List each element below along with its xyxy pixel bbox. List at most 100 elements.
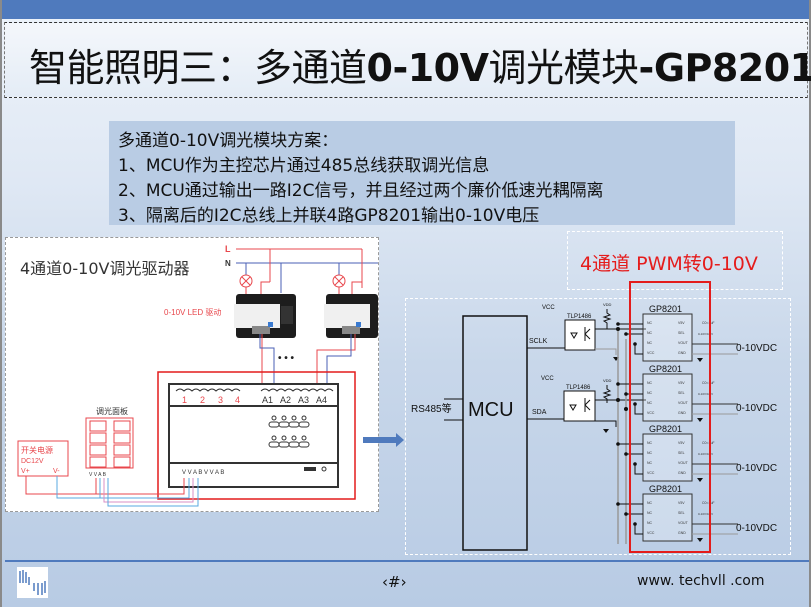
website-url: www. techvll .com <box>637 573 765 589</box>
chip-pin-right: V5V <box>678 441 685 445</box>
module-output-a1: A1 <box>262 395 273 405</box>
junction-dot <box>616 382 620 386</box>
ground-icon <box>697 358 703 362</box>
led-driver-2 <box>324 294 378 338</box>
line-l-label: L <box>225 244 231 254</box>
sclk-label: SCLK <box>529 338 548 345</box>
gp8201-chip <box>642 373 693 422</box>
power-vplus: V+ <box>21 468 30 475</box>
vout-range-label: 0-10V/0-5V <box>698 392 713 396</box>
gp8201-chip-name: GP8201 <box>649 484 682 494</box>
svg-text:VDD: VDD <box>603 302 612 307</box>
svg-text:TLP1486: TLP1486 <box>566 385 591 391</box>
chip-pin-right: SEL <box>678 331 685 335</box>
chip-pin-right: VOUT <box>678 341 689 345</box>
led-driver-1 <box>234 294 296 338</box>
junction-dot <box>616 502 620 506</box>
output-label: 0-10VDC <box>736 403 777 414</box>
vout-range-label: 0-10V/0-5V <box>698 452 713 456</box>
chip-pin-right: V5V <box>678 501 685 505</box>
power-supply-voltage: DC12V <box>21 458 44 465</box>
junction-dot <box>633 522 637 526</box>
chip-pin-left: VCC <box>647 471 655 475</box>
junction-dot <box>633 342 637 346</box>
description-heading: 多通道0-10V调光模块方案： <box>118 131 339 151</box>
optocoupler-label: TLP1486 <box>567 314 592 320</box>
lamp-icon <box>239 274 253 288</box>
dimming-panel <box>85 417 134 469</box>
chip-pin-left: NC <box>647 321 653 325</box>
optocoupler-2: VCC TLP1486 VDD <box>541 376 646 433</box>
chip-pin-right: SEL <box>678 391 685 395</box>
slide-title: 智能照明三：多通道0-10V调光模块-GP8201 <box>29 46 811 90</box>
chip-pin-right: GND <box>678 471 686 475</box>
ellipsis-more-drivers: • • • <box>278 353 295 364</box>
gp8201-chip <box>642 313 693 362</box>
optocoupler-1: VCC TLP1486 VDD <box>542 302 646 361</box>
chip-pin-left: NC <box>647 341 653 345</box>
chip-pin-right: VOUT <box>678 521 689 525</box>
output-label: 0-10VDC <box>736 463 777 474</box>
rs485-label: RS485等 <box>411 402 452 415</box>
ground-icon <box>697 478 703 482</box>
vout-range-label: 0-10V/0-5V <box>698 512 713 516</box>
sda-label: SDA <box>532 409 547 416</box>
module-input-3: 3 <box>218 395 223 405</box>
chip-pin-left: NC <box>647 401 653 405</box>
cap-label: C0=1uF <box>702 441 715 445</box>
chip-pin-right: VOUT <box>678 401 689 405</box>
pwm-header-label: 4通道 PWM转0-10V <box>580 253 758 275</box>
dimming-module: 1 2 3 4 A1 A2 A3 A4 V V A B V V A B <box>168 383 339 488</box>
chip-pin-left: NC <box>647 331 653 335</box>
flow-arrow <box>363 437 399 443</box>
chip-pin-right: SEL <box>678 451 685 455</box>
chip-pin-left: NC <box>647 451 653 455</box>
cap-label: C0=1uF <box>702 501 715 505</box>
module-output-a3: A3 <box>298 395 309 405</box>
schematic-image[interactable]: MCU RS485等 SCLK SDA VCC TLP1486 VDD <box>405 298 791 555</box>
junction-dot <box>633 402 637 406</box>
cap-label: C0=1uF <box>702 381 715 385</box>
chip-pin-left: NC <box>647 511 653 515</box>
chip-pin-right: GND <box>678 411 686 415</box>
chip-pin-right: V5V <box>678 381 685 385</box>
vout-range-label: 0-10V/0-5V <box>698 332 713 336</box>
flow-arrow-head-icon <box>396 433 404 447</box>
schematic-svg: MCU RS485等 SCLK SDA VCC TLP1486 VDD <box>411 302 777 551</box>
junction-dot <box>624 452 628 456</box>
module-terminals: V V A B V V A B <box>182 470 224 476</box>
module-input-2: 2 <box>200 395 205 405</box>
svg-text:VDD: VDD <box>603 378 612 383</box>
chip-pin-left: NC <box>647 391 653 395</box>
chip-pin-right: SEL <box>678 511 685 515</box>
junction-dot <box>616 322 620 326</box>
chip-pin-left: NC <box>647 381 653 385</box>
module-input-1: 1 <box>182 395 187 405</box>
wiring-diagram-svg: L N <box>17 244 378 507</box>
dimming-panel-label: 调光面板 <box>96 406 128 416</box>
gp8201-highlight-frame <box>629 281 711 553</box>
dimming-driver-wiring-image[interactable]: 4通道0-10V调光驱动器 L N <box>5 237 379 512</box>
output-label: 0-10VDC <box>736 523 777 534</box>
chip-pin-left: NC <box>647 461 653 465</box>
title-placeholder[interactable]: 智能照明三：多通道0-10V调光模块-GP8201 <box>4 22 811 98</box>
ground-icon <box>697 418 703 422</box>
description-line-1: 1、MCU作为主控芯片通过485总线获取调光信息 <box>118 156 490 176</box>
junction-dot <box>616 442 620 446</box>
gp8201-chip-name: GP8201 <box>649 424 682 434</box>
chip-pin-right: VOUT <box>678 461 689 465</box>
chip-pin-left: NC <box>647 441 653 445</box>
chip-pin-left: NC <box>647 501 653 505</box>
chip-pin-left: VCC <box>647 411 655 415</box>
gp8201-chip-name: GP8201 <box>649 364 682 374</box>
pwm-header-box[interactable] <box>567 231 783 290</box>
svg-text:VCC: VCC <box>542 305 555 311</box>
vcc-connection <box>634 404 643 415</box>
vcc-connection <box>634 524 643 535</box>
chip-pin-right: GND <box>678 351 686 355</box>
description-box[interactable]: 多通道0-10V调光模块方案： 1、MCU作为主控芯片通过485总线获取调光信息… <box>109 121 735 226</box>
company-logo <box>17 567 48 598</box>
footer-divider <box>5 560 809 562</box>
module-input-4: 4 <box>235 395 240 405</box>
